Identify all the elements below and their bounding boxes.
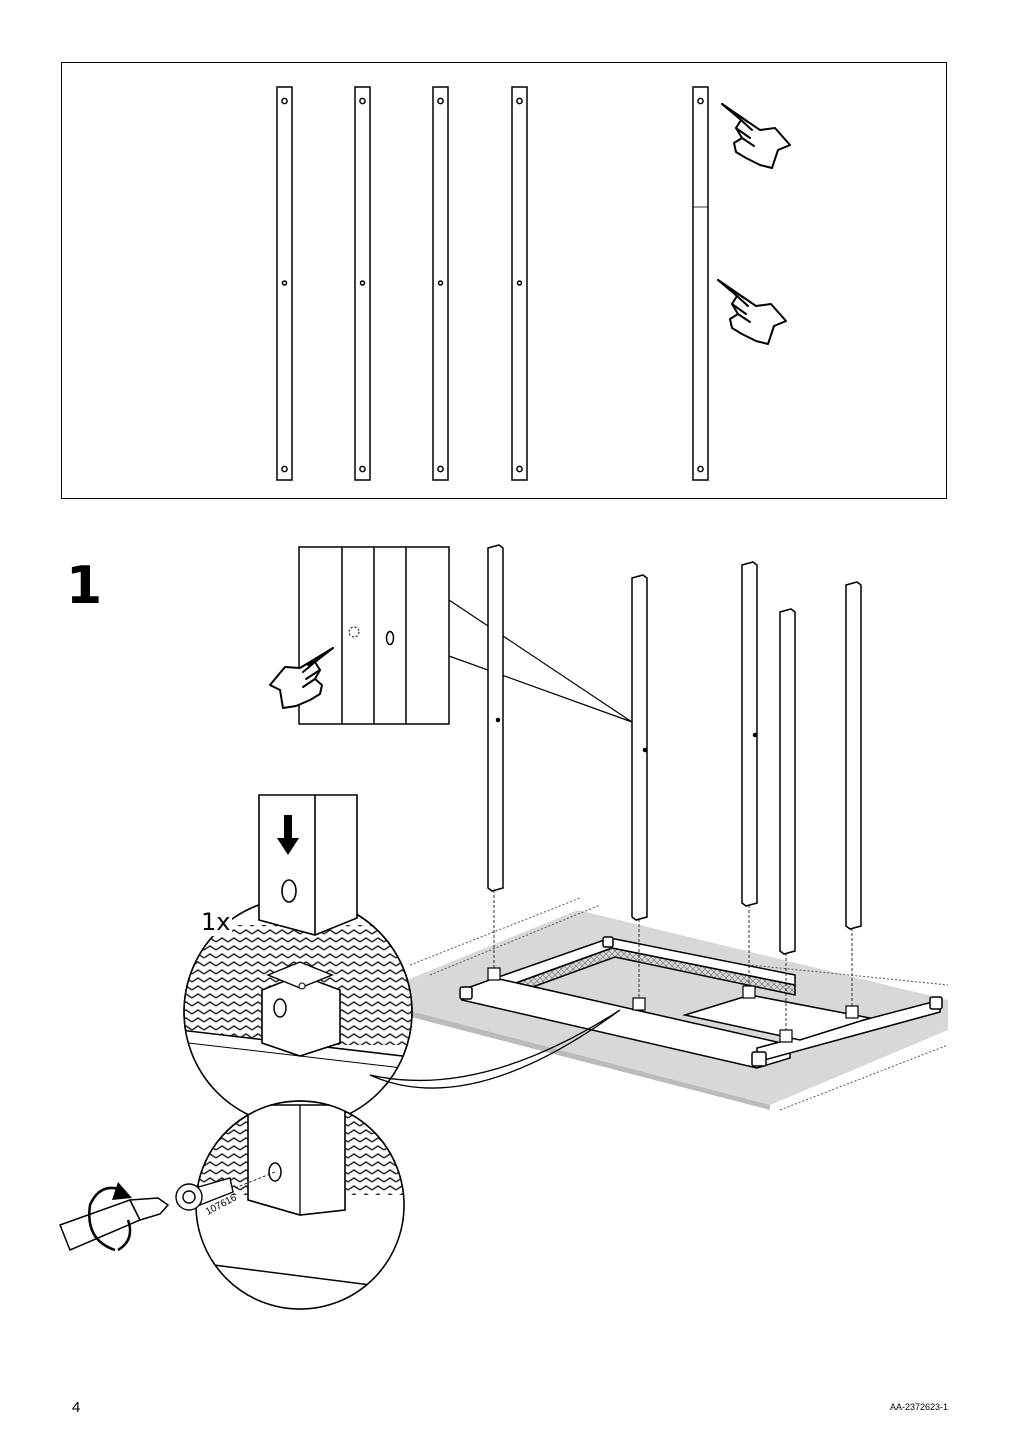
quantity-label: 1x (199, 908, 233, 936)
rotate-clockwise-icon (88, 1182, 132, 1252)
zoom-detail-bracket (183, 897, 621, 1127)
table-frame (459, 936, 943, 1069)
leg-part-3 (432, 86, 449, 481)
step-number: 1 (66, 556, 103, 616)
legs-step-1 (487, 544, 862, 955)
screwdriver-icon (59, 1197, 170, 1251)
pointing-hand-icon (721, 103, 791, 169)
rug (407, 897, 949, 1111)
leg-part-1 (276, 86, 293, 481)
leg-insert-detail (258, 794, 358, 936)
leg-part-4 (511, 86, 528, 481)
document-code: AA-2372623-1 (889, 1402, 948, 1412)
guide-lines (493, 890, 853, 1030)
arrow-down-icon (277, 815, 299, 855)
screw-icon (175, 1171, 276, 1211)
leg-part-5 (692, 86, 709, 481)
zoom-detail-screw (195, 1100, 405, 1310)
page-number: 4 (72, 1399, 81, 1416)
pointing-hand-icon (717, 279, 787, 345)
pointing-hand-icon (269, 647, 334, 709)
hole-detail-box (298, 546, 633, 725)
leg-part-2 (354, 86, 371, 481)
parts-overview-panel (61, 62, 947, 499)
